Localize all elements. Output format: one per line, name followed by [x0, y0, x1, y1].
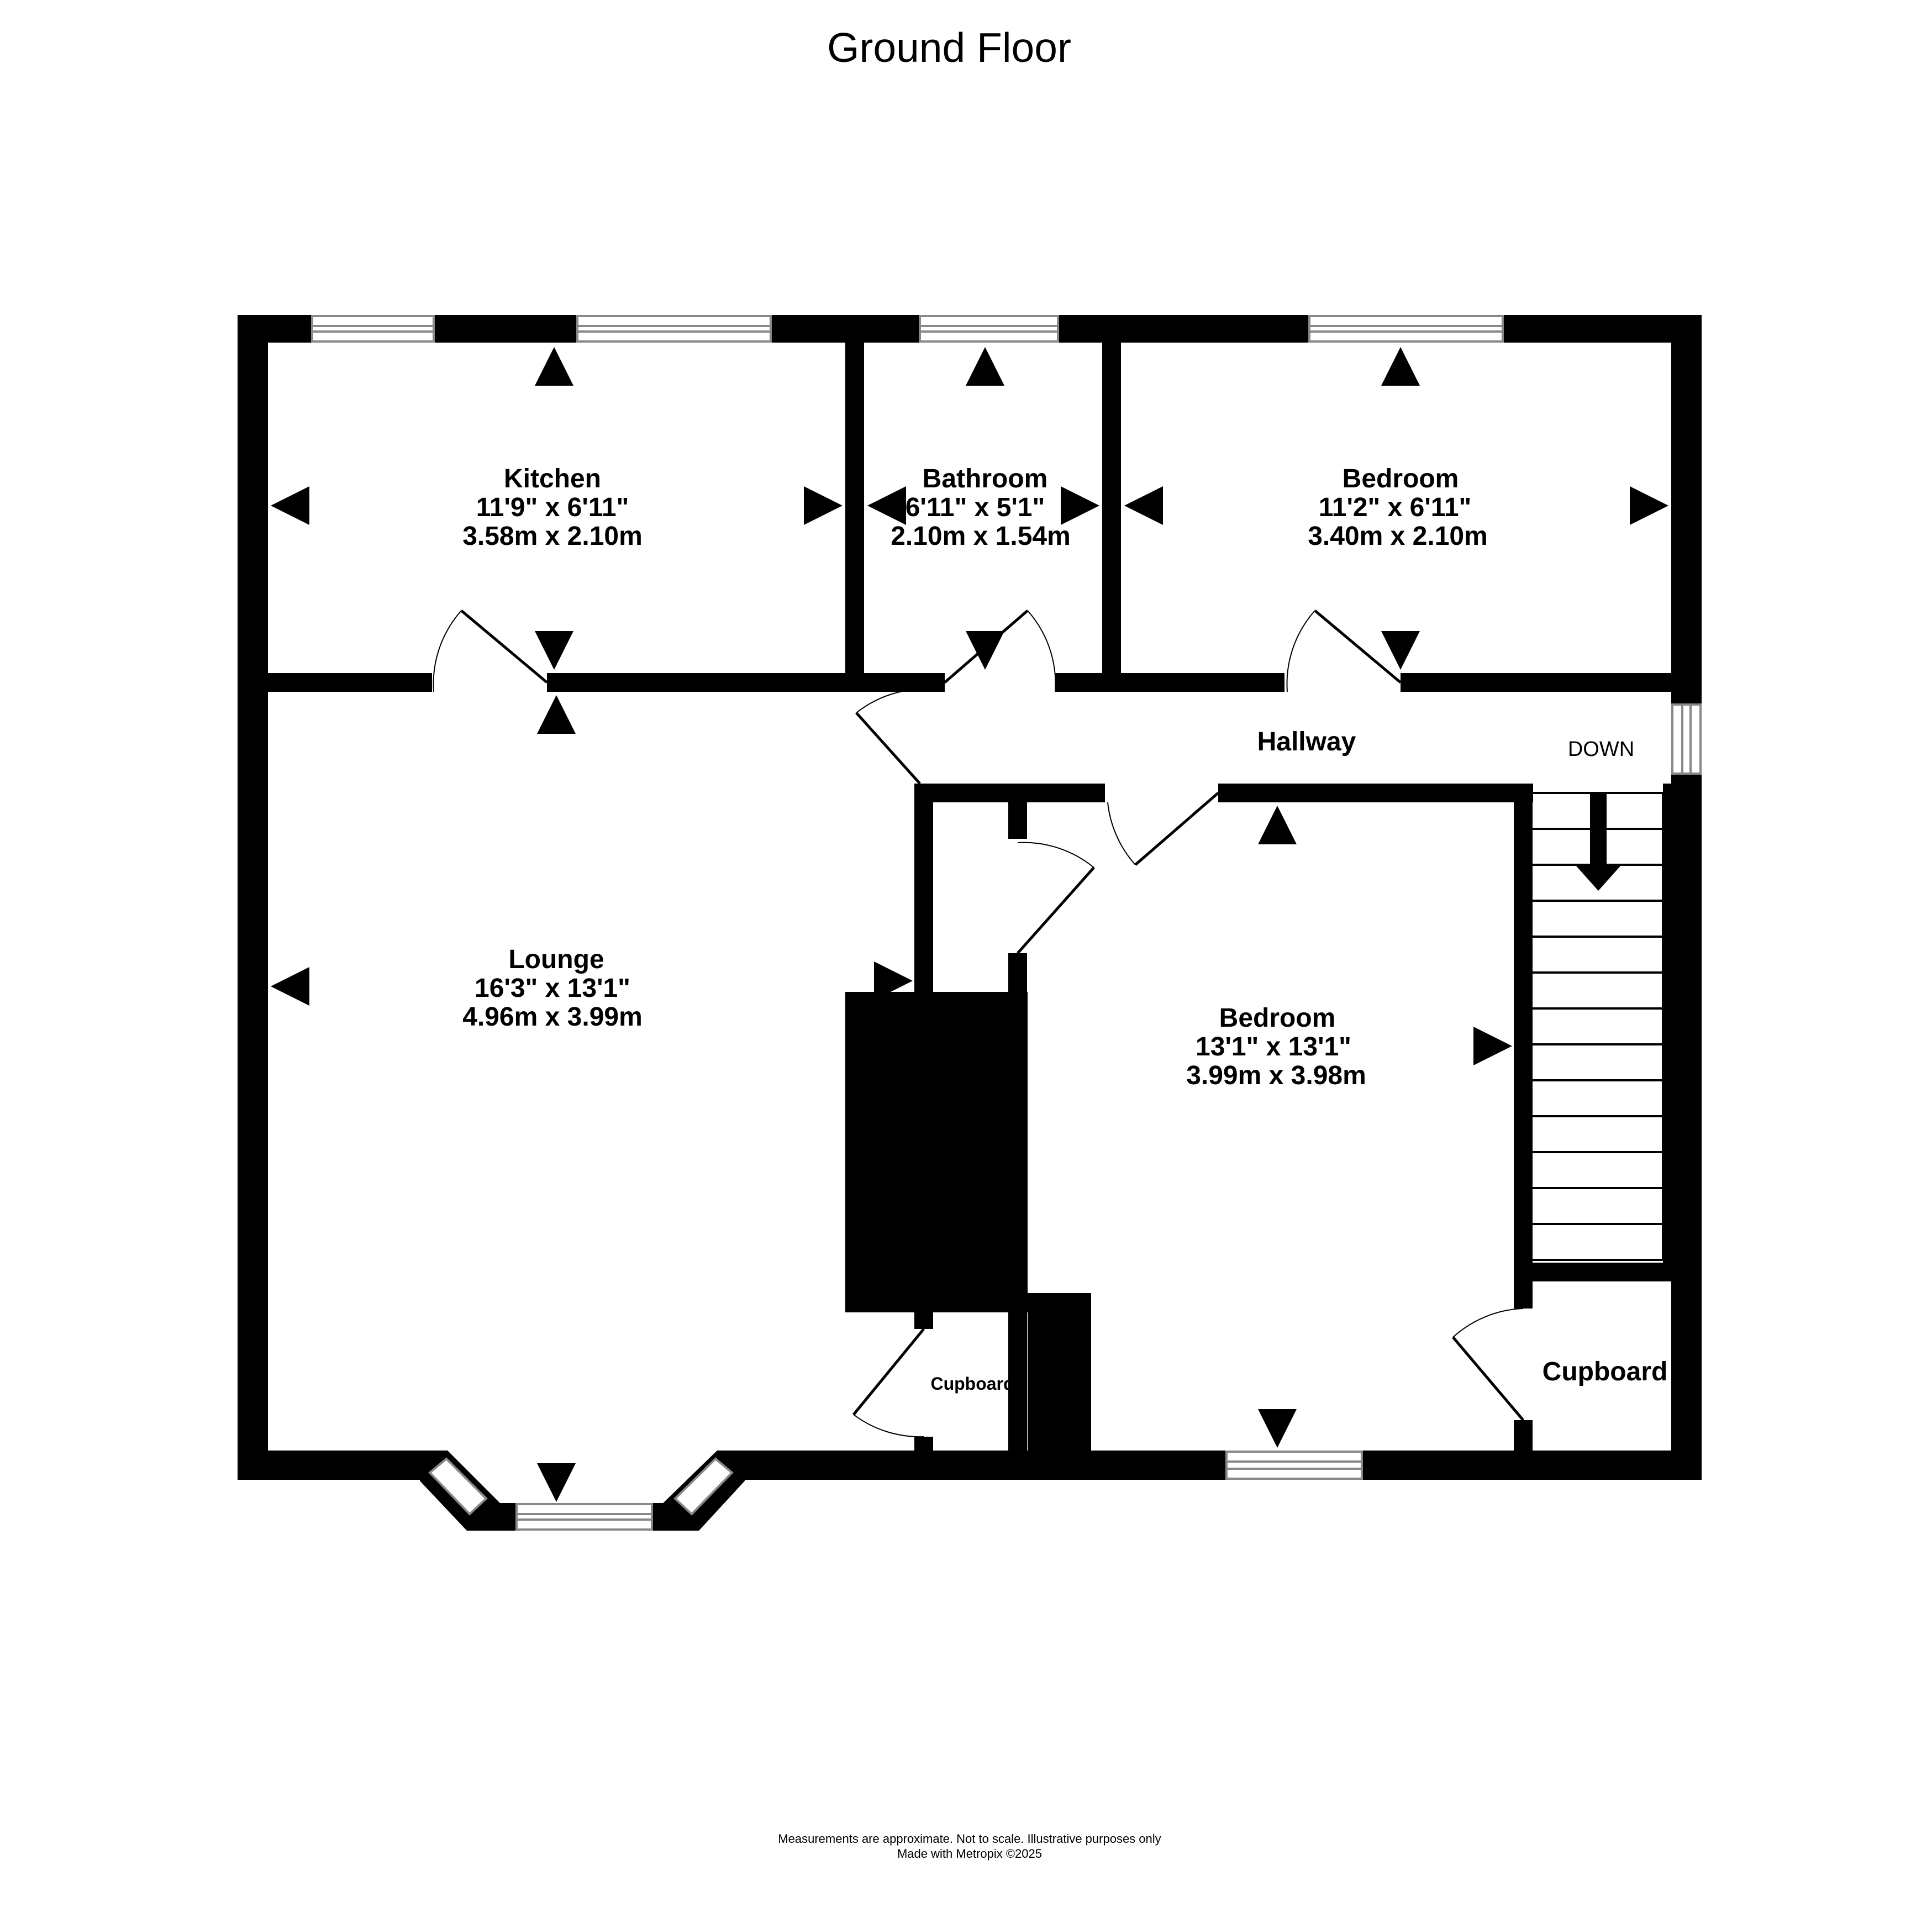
kitchen-door — [433, 609, 548, 692]
kitchen-metric: 3.58m x 2.10m — [462, 522, 643, 551]
lounge-arrow-left-icon — [271, 967, 309, 1006]
bathroom-imperial: 6'11" x 5'1" — [906, 493, 1045, 522]
stairs — [1533, 792, 1664, 1261]
floor-title: Ground Floor — [827, 24, 1071, 71]
footer-credit: Made with Metropix ©2025 — [897, 1847, 1042, 1861]
kitchen-arrow-right-icon — [804, 486, 843, 525]
bedroom2-arrow-right-icon — [1473, 1027, 1512, 1065]
hallway-name: Hallway — [1257, 727, 1356, 756]
bedroom2-name: Bedroom — [1219, 1003, 1336, 1033]
hallway-window — [1671, 703, 1702, 775]
bedroom2-door — [1107, 792, 1219, 866]
small-cupboard-door — [852, 1328, 925, 1438]
doors — [433, 609, 1524, 1438]
kitchen-arrow-down-icon — [535, 631, 573, 670]
bathroom-metric: 2.10m x 1.54m — [891, 522, 1071, 551]
bathroom-arrow-left-icon — [867, 486, 906, 525]
kitchen-window-2 — [576, 315, 772, 343]
bedroom2-arrow-down-icon — [1258, 1409, 1297, 1448]
bedroom1-arrow-down-icon — [1381, 631, 1420, 670]
lounge-arrow-right-icon — [874, 961, 913, 1000]
lounge-name: Lounge — [508, 945, 604, 974]
bathroom-name: Bathroom — [923, 464, 1048, 493]
lounge-metric: 4.96m x 3.99m — [462, 1002, 643, 1032]
bedroom1-arrow-right-icon — [1630, 486, 1668, 525]
bedroom2-imperial: 13'1" x 13'1" — [1196, 1032, 1351, 1062]
bedroom2-metric: 3.99m x 3.98m — [1186, 1061, 1366, 1090]
lounge-arrow-down-icon — [537, 1463, 576, 1502]
kitchen-arrow-left-icon — [271, 486, 309, 525]
bedroom1-arrow-up-icon — [1381, 347, 1420, 386]
bedroom1-metric: 3.40m x 2.10m — [1308, 522, 1488, 551]
bathroom-door — [944, 609, 1056, 692]
lounge-imperial: 16'3" x 13'1" — [475, 974, 630, 1003]
small-cupboard-name: Cupboard — [930, 1374, 1014, 1394]
bay-window-left — [428, 1457, 488, 1516]
internal-walls — [238, 315, 1702, 1480]
bedroom1-label: Bedroom 11'2" x 6'11" 3.40m x 2.10m — [1308, 464, 1488, 551]
kitchen-imperial: 11'9" x 6'11" — [476, 493, 629, 522]
cupboard-name: Cupboard — [1543, 1357, 1668, 1386]
bedroom1-arrow-left-icon — [1124, 486, 1163, 525]
bathroom-arrow-right-icon — [1061, 486, 1099, 525]
windows — [311, 315, 1702, 1531]
bathroom-arrow-down-icon — [966, 631, 1004, 670]
lounge-door — [855, 688, 945, 785]
bedroom2-label: Bedroom 13'1" x 13'1" 3.99m x 3.98m — [1186, 1003, 1366, 1090]
kitchen-label: Kitchen 11'9" x 6'11" 3.58m x 2.10m — [462, 464, 643, 551]
footer-disclaimer: Measurements are approximate. Not to sca… — [778, 1832, 1161, 1846]
bedroom1-window — [1308, 315, 1504, 343]
kitchen-arrow-up-icon — [535, 347, 573, 386]
bedroom1-imperial: 11'2" x 6'11" — [1319, 493, 1472, 522]
bathroom-window — [919, 315, 1059, 343]
bathroom-label: Bathroom 6'11" x 5'1" 2.10m x 1.54m — [891, 464, 1071, 551]
lounge-label: Lounge 16'3" x 13'1" 4.96m x 3.99m — [462, 945, 643, 1032]
lounge-arrow-up-icon — [537, 695, 576, 734]
closet-door — [1017, 842, 1095, 954]
bedroom1-door — [1286, 609, 1402, 692]
dimension-arrows — [271, 347, 1668, 1502]
bedroom1-name: Bedroom — [1343, 464, 1459, 493]
kitchen-name: Kitchen — [504, 464, 601, 493]
stairs-down-label: DOWN — [1568, 738, 1634, 761]
bedroom2-arrow-up-icon — [1258, 806, 1297, 844]
bay-window-centre — [515, 1503, 653, 1531]
bay-window-right — [673, 1457, 734, 1516]
bathroom-arrow-up-icon — [966, 347, 1004, 386]
stairs-down-arrow-icon — [1575, 793, 1622, 891]
cupboard-door — [1452, 1308, 1524, 1421]
kitchen-window-1 — [311, 315, 435, 343]
bedroom2-window — [1225, 1451, 1363, 1480]
